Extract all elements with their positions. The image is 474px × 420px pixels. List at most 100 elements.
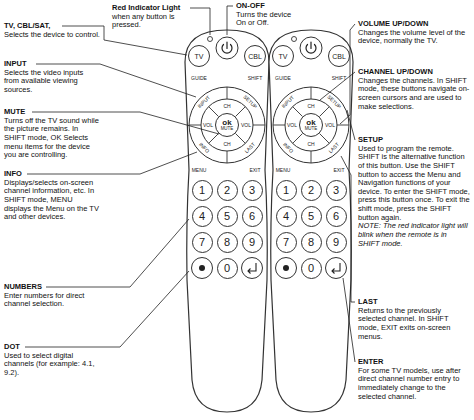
remote-button: 0 <box>301 258 322 279</box>
button-label: GUIDE <box>191 76 207 81</box>
callout-heading: Red Indicator Light <box>112 4 188 13</box>
remote-button: 2 <box>217 180 238 201</box>
remote-button: okMUTE <box>299 113 323 137</box>
button-text: TV <box>195 53 204 60</box>
callout-heading: INPUT <box>4 60 100 69</box>
button-text: 7 <box>199 237 205 248</box>
button-text: 9 <box>333 237 339 248</box>
remote-button: 4 <box>276 206 297 227</box>
button-text: 9 <box>249 237 255 248</box>
callout-heading: SETUP <box>358 136 470 145</box>
button-label: SHIFT <box>332 76 346 81</box>
button-text: ok <box>306 119 315 127</box>
callout-text: NOTE: The red indicator light will blink… <box>358 222 470 248</box>
callout-text: For some TV models, use after direct cha… <box>358 367 470 402</box>
button-label: SHIFT <box>248 76 262 81</box>
remote-button: 5 <box>217 206 238 227</box>
callout-text: Used to program the remote. SHIFT is the… <box>358 145 470 223</box>
button-text: 6 <box>333 211 339 222</box>
button-text: 3 <box>333 185 339 196</box>
button-text: 5 <box>308 211 314 222</box>
callout-text: Turns off the TV sound while the picture… <box>4 117 100 160</box>
remote-body <box>269 30 353 412</box>
remote-button: TV <box>188 45 210 67</box>
callout-text: when any button is pressed. <box>112 13 188 30</box>
remote-button: 1 <box>276 180 297 201</box>
remote-button: 8 <box>217 232 238 253</box>
button-label: CH <box>307 104 314 109</box>
callout: MUTETurns off the TV sound while the pic… <box>4 108 100 160</box>
button-label: MENU <box>192 168 207 173</box>
button-text: MUTE <box>221 127 234 132</box>
button-label: GUIDE <box>275 76 291 81</box>
callout: INPUTSelects the video inputs from avail… <box>4 60 100 95</box>
button-text: 7 <box>283 237 289 248</box>
remote-button: 6 <box>326 206 347 227</box>
button-text: 0 <box>224 263 230 274</box>
callout-heading: CHANNEL UP/DOWN <box>358 68 470 77</box>
button-label: LAST <box>243 141 255 153</box>
callout: VOLUME UP/DOWNChanges the volume level o… <box>358 20 470 46</box>
callout: INFODisplays/selects on-screen channel i… <box>4 170 100 222</box>
remote-button: 2 <box>301 180 322 201</box>
remote-button: 1 <box>192 180 213 201</box>
button-text: ok <box>222 119 231 127</box>
button-text: 1 <box>283 185 289 196</box>
button-label: CH <box>223 142 230 147</box>
callout-heading: TV, CBL/SAT, <box>4 22 100 31</box>
callout: Red Indicator Lightwhen any button is pr… <box>112 4 188 30</box>
callout-text: Displays/selects on-screen channel infor… <box>4 179 100 222</box>
remote-button: 9 <box>242 232 263 253</box>
button-label: INFO <box>198 142 210 154</box>
callout: SETUPUsed to program the remote. SHIFT i… <box>358 136 470 248</box>
button-text: 6 <box>249 211 255 222</box>
remote-button: 6 <box>242 206 263 227</box>
button-text: MUTE <box>305 127 318 132</box>
callout-heading: ON-OFF <box>236 2 302 11</box>
button-label: EXIT <box>249 168 260 173</box>
button-text: 4 <box>283 211 289 222</box>
button-text: 0 <box>308 263 314 274</box>
button-text: 5 <box>224 211 230 222</box>
button-text: 2 <box>224 185 230 196</box>
callout: NUMBERSEnter numbers for direct channel … <box>4 283 100 309</box>
button-label: INPUT <box>281 95 295 109</box>
callout-text: Used to select digital channels (for exa… <box>4 352 100 378</box>
callout-text: Returns to the previously selected chann… <box>358 307 470 342</box>
callout: LASTReturns to the previously selected c… <box>358 298 470 341</box>
button-label: VOL <box>325 123 335 128</box>
callout-heading: NUMBERS <box>4 283 100 292</box>
remote-button: CBL <box>328 45 350 67</box>
button-label: VOL <box>241 123 251 128</box>
callout-heading: LAST <box>358 298 470 307</box>
remote-button: okMUTE <box>215 113 239 137</box>
button-label: INFO <box>282 142 294 154</box>
button-text: TV <box>279 53 288 60</box>
button-label: SETUP <box>242 95 257 110</box>
remote-button: 7 <box>192 232 213 253</box>
callout: TV, CBL/SAT,Selects the device to contro… <box>4 22 100 39</box>
remote-button: 0 <box>217 258 238 279</box>
button-label: VOL <box>203 123 213 128</box>
callout: DOTUsed to select digital channels (for … <box>4 343 100 378</box>
callout-text: Changes the channels. In SHIFT mode, the… <box>358 77 470 112</box>
button-label: CH <box>223 104 230 109</box>
button-label: EXIT <box>333 168 344 173</box>
button-text: CBL <box>332 53 346 60</box>
button-label: MENU <box>276 168 291 173</box>
remote-button: 3 <box>326 180 347 201</box>
button-text: 1 <box>199 185 205 196</box>
callout-text: Changes the volume level of the device, … <box>358 29 470 46</box>
callout-heading: INFO <box>4 170 100 179</box>
callout-text: Turns the device On or Off. <box>236 11 302 28</box>
button-label: INPUT <box>197 95 211 109</box>
button-text: 8 <box>224 237 230 248</box>
callout-heading: MUTE <box>4 108 100 117</box>
callout-text: Selects the device to control. <box>4 31 100 40</box>
button-label: VOL <box>287 123 297 128</box>
remote-button: 9 <box>326 232 347 253</box>
callout-text: Enter numbers for direct channel selecti… <box>4 292 100 309</box>
button-label: CH <box>307 142 314 147</box>
callout: ENTERFor some TV models, use after direc… <box>358 358 470 401</box>
button-text: 4 <box>199 211 205 222</box>
